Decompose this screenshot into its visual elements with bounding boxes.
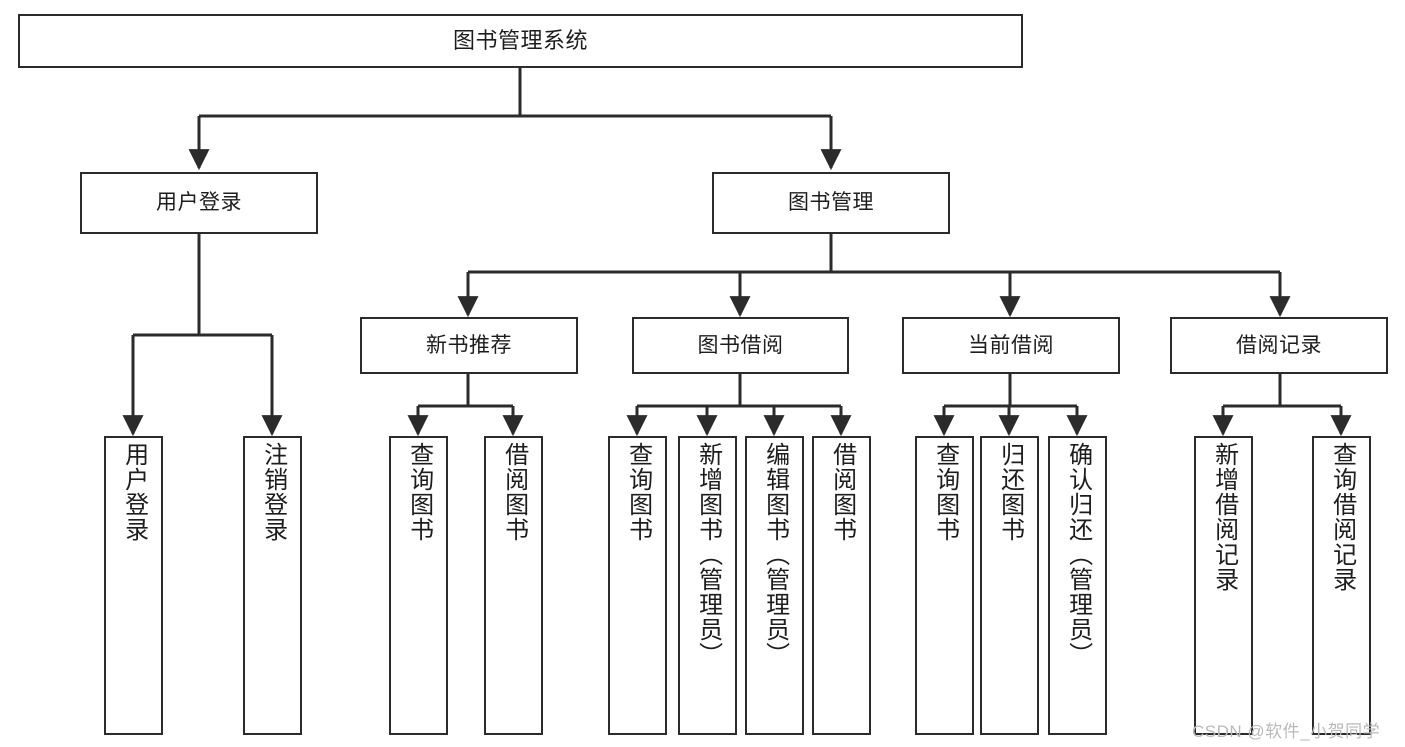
watermark: CSDN @软件_小贺同学 [1192, 722, 1381, 741]
leaf-borrow-book-new[interactable]: 借阅图书 [484, 436, 543, 735]
node-book-management[interactable]: 图书管理 [712, 172, 950, 234]
node-label: 新增借阅记录 [1210, 442, 1238, 592]
node-label: 当前借阅 [968, 333, 1054, 357]
node-label: 图书借阅 [697, 333, 784, 357]
node-label: 新增图书（管理员） [694, 442, 722, 667]
node-label: 归还图书 [996, 442, 1024, 542]
leaf-add-borrow-record[interactable]: 新增借阅记录 [1194, 436, 1253, 735]
node-user-login[interactable]: 用户登录 [80, 172, 318, 234]
node-label: 借阅图书 [500, 442, 528, 542]
leaf-query-book-current[interactable]: 查询图书 [915, 436, 974, 735]
node-label: 查询图书 [405, 442, 433, 542]
leaf-borrow-book[interactable]: 借阅图书 [812, 436, 871, 735]
leaf-logout[interactable]: 注销登录 [243, 436, 302, 735]
node-label: 编辑图书（管理员） [761, 442, 789, 667]
node-borrow-records[interactable]: 借阅记录 [1170, 317, 1388, 374]
leaf-query-borrow-record[interactable]: 查询借阅记录 [1312, 436, 1371, 735]
node-label: 借阅记录 [1236, 333, 1322, 357]
leaf-return-book[interactable]: 归还图书 [980, 436, 1039, 735]
leaf-query-book-borrow[interactable]: 查询图书 [608, 436, 667, 735]
node-new-book-recommend[interactable]: 新书推荐 [360, 317, 578, 374]
node-label: 用户登录 [120, 442, 148, 542]
node-label: 查询图书 [931, 442, 959, 542]
node-label: 查询图书 [624, 442, 652, 542]
node-current-borrow[interactable]: 当前借阅 [902, 317, 1120, 374]
node-book-borrow[interactable]: 图书借阅 [632, 317, 849, 374]
leaf-confirm-return-admin[interactable]: 确认归还（管理员） [1048, 436, 1107, 735]
node-label: 图书管理系统 [452, 27, 588, 53]
leaf-add-book-admin[interactable]: 新增图书（管理员） [678, 436, 737, 735]
leaf-user-login[interactable]: 用户登录 [104, 436, 163, 735]
node-label: 注销登录 [259, 442, 287, 542]
node-label: 确认归还（管理员） [1064, 442, 1092, 667]
node-label: 新书推荐 [426, 333, 512, 357]
leaf-query-book-new[interactable]: 查询图书 [389, 436, 448, 735]
node-label: 用户登录 [156, 191, 242, 215]
leaf-edit-book-admin[interactable]: 编辑图书（管理员） [745, 436, 804, 735]
node-label: 图书管理 [788, 191, 874, 215]
node-label: 查询借阅记录 [1328, 442, 1356, 592]
node-label: 借阅图书 [828, 442, 856, 542]
node-root[interactable]: 图书管理系统 [18, 14, 1023, 68]
